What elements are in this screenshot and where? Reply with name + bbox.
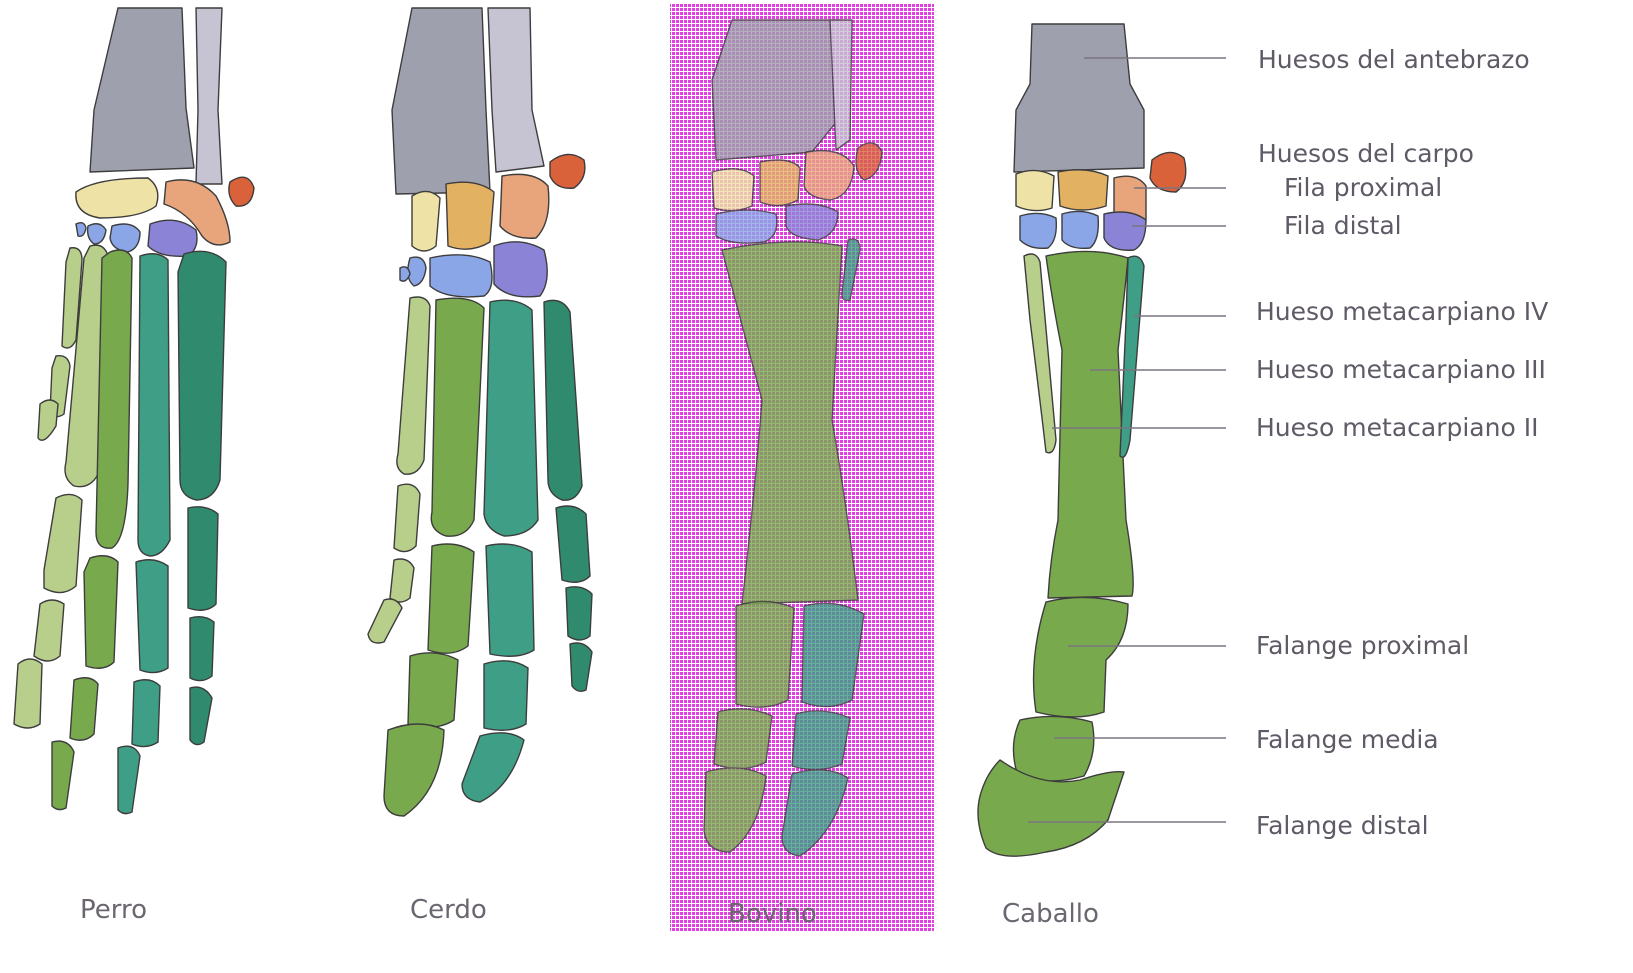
species-label-bovino: Bovino — [728, 899, 817, 929]
label-metacarpiano-ii: Hueso metacarpiano II — [1256, 413, 1538, 442]
species-label-caballo: Caballo — [1002, 899, 1099, 929]
species-label-cerdo: Cerdo — [410, 895, 487, 925]
label-huesos-carpo: Huesos del carpo — [1258, 139, 1474, 168]
label-fila-distal: Fila distal — [1284, 211, 1402, 240]
cerdo-digit-iii — [384, 298, 484, 816]
caballo-limb — [978, 24, 1186, 856]
callout-labels: Huesos del antebrazo Huesos del carpo Fi… — [1256, 45, 1548, 840]
caballo-metacarpal-bones — [1024, 251, 1144, 598]
perro-limb — [14, 8, 254, 814]
bovino-limb — [670, 4, 934, 932]
label-falange-distal: Falange distal — [1256, 811, 1429, 840]
label-falange-proximal: Falange proximal — [1256, 631, 1469, 660]
perro-digit-v — [178, 251, 226, 744]
label-metacarpiano-iii: Hueso metacarpiano III — [1256, 355, 1546, 384]
label-huesos-antebrazo: Huesos del antebrazo — [1258, 45, 1530, 74]
label-falange-media: Falange media — [1256, 725, 1439, 754]
perro-forearm-bones — [90, 8, 222, 184]
label-metacarpiano-iv: Hueso metacarpiano IV — [1256, 297, 1548, 326]
label-fila-proximal: Fila proximal — [1284, 173, 1442, 202]
caballo-phalanges — [978, 597, 1128, 856]
perro-carpal-bones — [76, 177, 254, 256]
species-names: Perro Cerdo Bovino Caballo — [80, 895, 1099, 929]
cerdo-digit-ii — [368, 297, 430, 643]
caballo-forearm-bones — [1014, 24, 1144, 172]
species-label-perro: Perro — [80, 895, 147, 925]
cerdo-forearm-bones — [392, 8, 544, 194]
cerdo-limb — [368, 8, 592, 816]
cerdo-digit-v — [544, 300, 592, 691]
